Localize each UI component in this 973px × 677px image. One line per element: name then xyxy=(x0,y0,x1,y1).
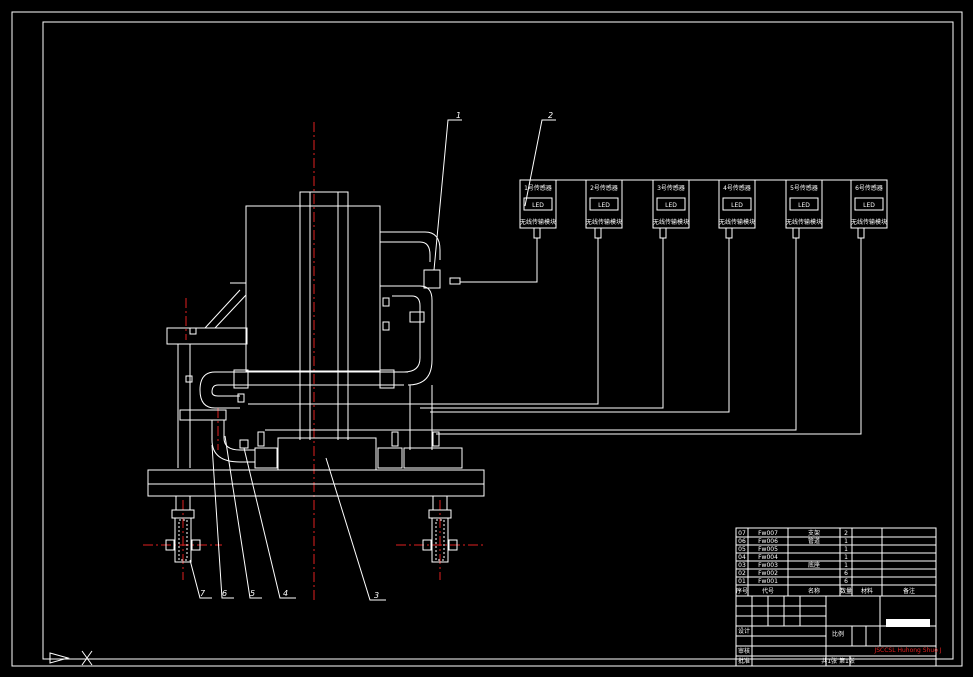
parts-cell-qty: 1 xyxy=(844,538,848,545)
parts-cell-name: 支架 xyxy=(808,529,820,537)
tb-watermark: JSCCSL Huhong Shuo J xyxy=(873,647,941,654)
parts-cell-no: 07 xyxy=(738,530,746,537)
header-name: 名称 xyxy=(808,587,820,595)
tb-approver: 批准 xyxy=(738,657,750,665)
parts-cell-code: Fw006 xyxy=(758,538,778,545)
parts-cell-no: 04 xyxy=(738,554,746,561)
sensor-box-5: 5号传感器 LED 无线传输模块 xyxy=(785,179,823,239)
callouts: 1 2 3 4 5 6 7 xyxy=(189,111,556,601)
parts-cell-name: 底座 xyxy=(808,561,820,569)
parts-cell-qty: 6 xyxy=(844,570,848,577)
caster-right xyxy=(422,495,458,563)
parts-cell-code: Fw005 xyxy=(758,546,778,553)
sensor-module: 无线传输模块 xyxy=(719,218,755,226)
main-housing xyxy=(245,191,381,440)
sensor-box-3: 3号传感器 LED 无线传输模块 xyxy=(652,179,690,239)
sensor-module: 无线传输模块 xyxy=(786,218,822,226)
pipe-clamps xyxy=(185,269,461,403)
pipe-system xyxy=(199,231,441,463)
outer-frame xyxy=(11,11,963,667)
signal-wires xyxy=(248,238,862,435)
tb-sheet: 共1张 第1张 xyxy=(821,657,855,665)
tb-scale: 比例 xyxy=(832,630,844,638)
sensor-display: LED xyxy=(731,202,743,209)
parts-cell-code: Fw001 xyxy=(758,578,778,585)
parts-header: 序号 代号 名称 数量 材料 备注 xyxy=(736,587,915,595)
parts-cell-code: Fw002 xyxy=(758,570,778,577)
sensor-box-2: 2号传感器 LED 无线传输模块 xyxy=(585,179,623,239)
inner-frame xyxy=(42,21,954,660)
parts-cell-no: 01 xyxy=(738,578,746,585)
sensor-display: LED xyxy=(665,202,677,209)
parts-cell-no: 06 xyxy=(738,538,746,545)
sensor-title: 5号传感器 xyxy=(790,184,818,192)
title-block: 设计 审核 批准 比例 共1张 第1张 JSCCSL Huhong Shuo J xyxy=(735,595,942,667)
sensor-box-1: 1号传感器 LED 无线传输模块 xyxy=(519,179,557,239)
header-note: 备注 xyxy=(903,587,915,595)
arrow-marker xyxy=(49,652,70,664)
parts-cell-qty: 1 xyxy=(844,546,848,553)
header-material: 材料 xyxy=(861,587,873,595)
sensor-title: 4号传感器 xyxy=(723,184,751,192)
parts-cell-code: Fw004 xyxy=(758,554,778,561)
sensor-display: LED xyxy=(598,202,610,209)
sensor-display: LED xyxy=(798,202,810,209)
callout-5: 5 xyxy=(250,589,255,598)
parts-cell-qty: 1 xyxy=(844,562,848,569)
parts-cell-qty: 2 xyxy=(844,530,848,537)
sensor-box-6: 6号传感器 LED 无线传输模块 xyxy=(850,179,888,239)
callout-2: 2 xyxy=(548,111,553,120)
sensor-title: 2号传感器 xyxy=(590,184,618,192)
parts-cell-code: Fw007 xyxy=(758,530,778,537)
parts-cell-no: 05 xyxy=(738,546,746,553)
sensor-module: 无线传输模块 xyxy=(586,218,622,226)
callout-7: 7 xyxy=(200,589,206,598)
parts-cell-no: 03 xyxy=(738,562,746,569)
tb-checker: 审核 xyxy=(738,647,750,655)
header-qty: 数量 xyxy=(840,587,852,595)
callout-1: 1 xyxy=(456,111,461,120)
header-no: 序号 xyxy=(736,587,748,595)
parts-cell-qty: 6 xyxy=(844,578,848,585)
callout-6: 6 xyxy=(222,589,227,598)
parts-cell-qty: 1 xyxy=(844,554,848,561)
sensor-title: 1号传感器 xyxy=(524,184,552,192)
parts-cell-no: 02 xyxy=(738,570,746,577)
sensor-title: 6号传感器 xyxy=(855,184,883,192)
sensor-box-4: 4号传感器 LED 无线传输模块 xyxy=(718,179,756,239)
sensor-title: 3号传感器 xyxy=(657,184,685,192)
callout-3: 3 xyxy=(374,591,379,600)
support-frame xyxy=(166,282,248,468)
header-code: 代号 xyxy=(762,587,774,595)
sensor-module: 无线传输模块 xyxy=(653,218,689,226)
sensor-module: 无线传输模块 xyxy=(520,218,556,226)
callout-4: 4 xyxy=(283,589,288,598)
tb-designer: 设计 xyxy=(738,627,750,635)
parts-cell-name: 管道 xyxy=(808,537,820,545)
parts-cell-code: Fw003 xyxy=(758,562,778,569)
base-assembly xyxy=(147,431,485,497)
caster-left xyxy=(165,495,201,563)
sensor-module: 无线传输模块 xyxy=(851,218,887,226)
sensor-display: LED xyxy=(532,202,544,209)
sensor-display: LED xyxy=(863,202,875,209)
